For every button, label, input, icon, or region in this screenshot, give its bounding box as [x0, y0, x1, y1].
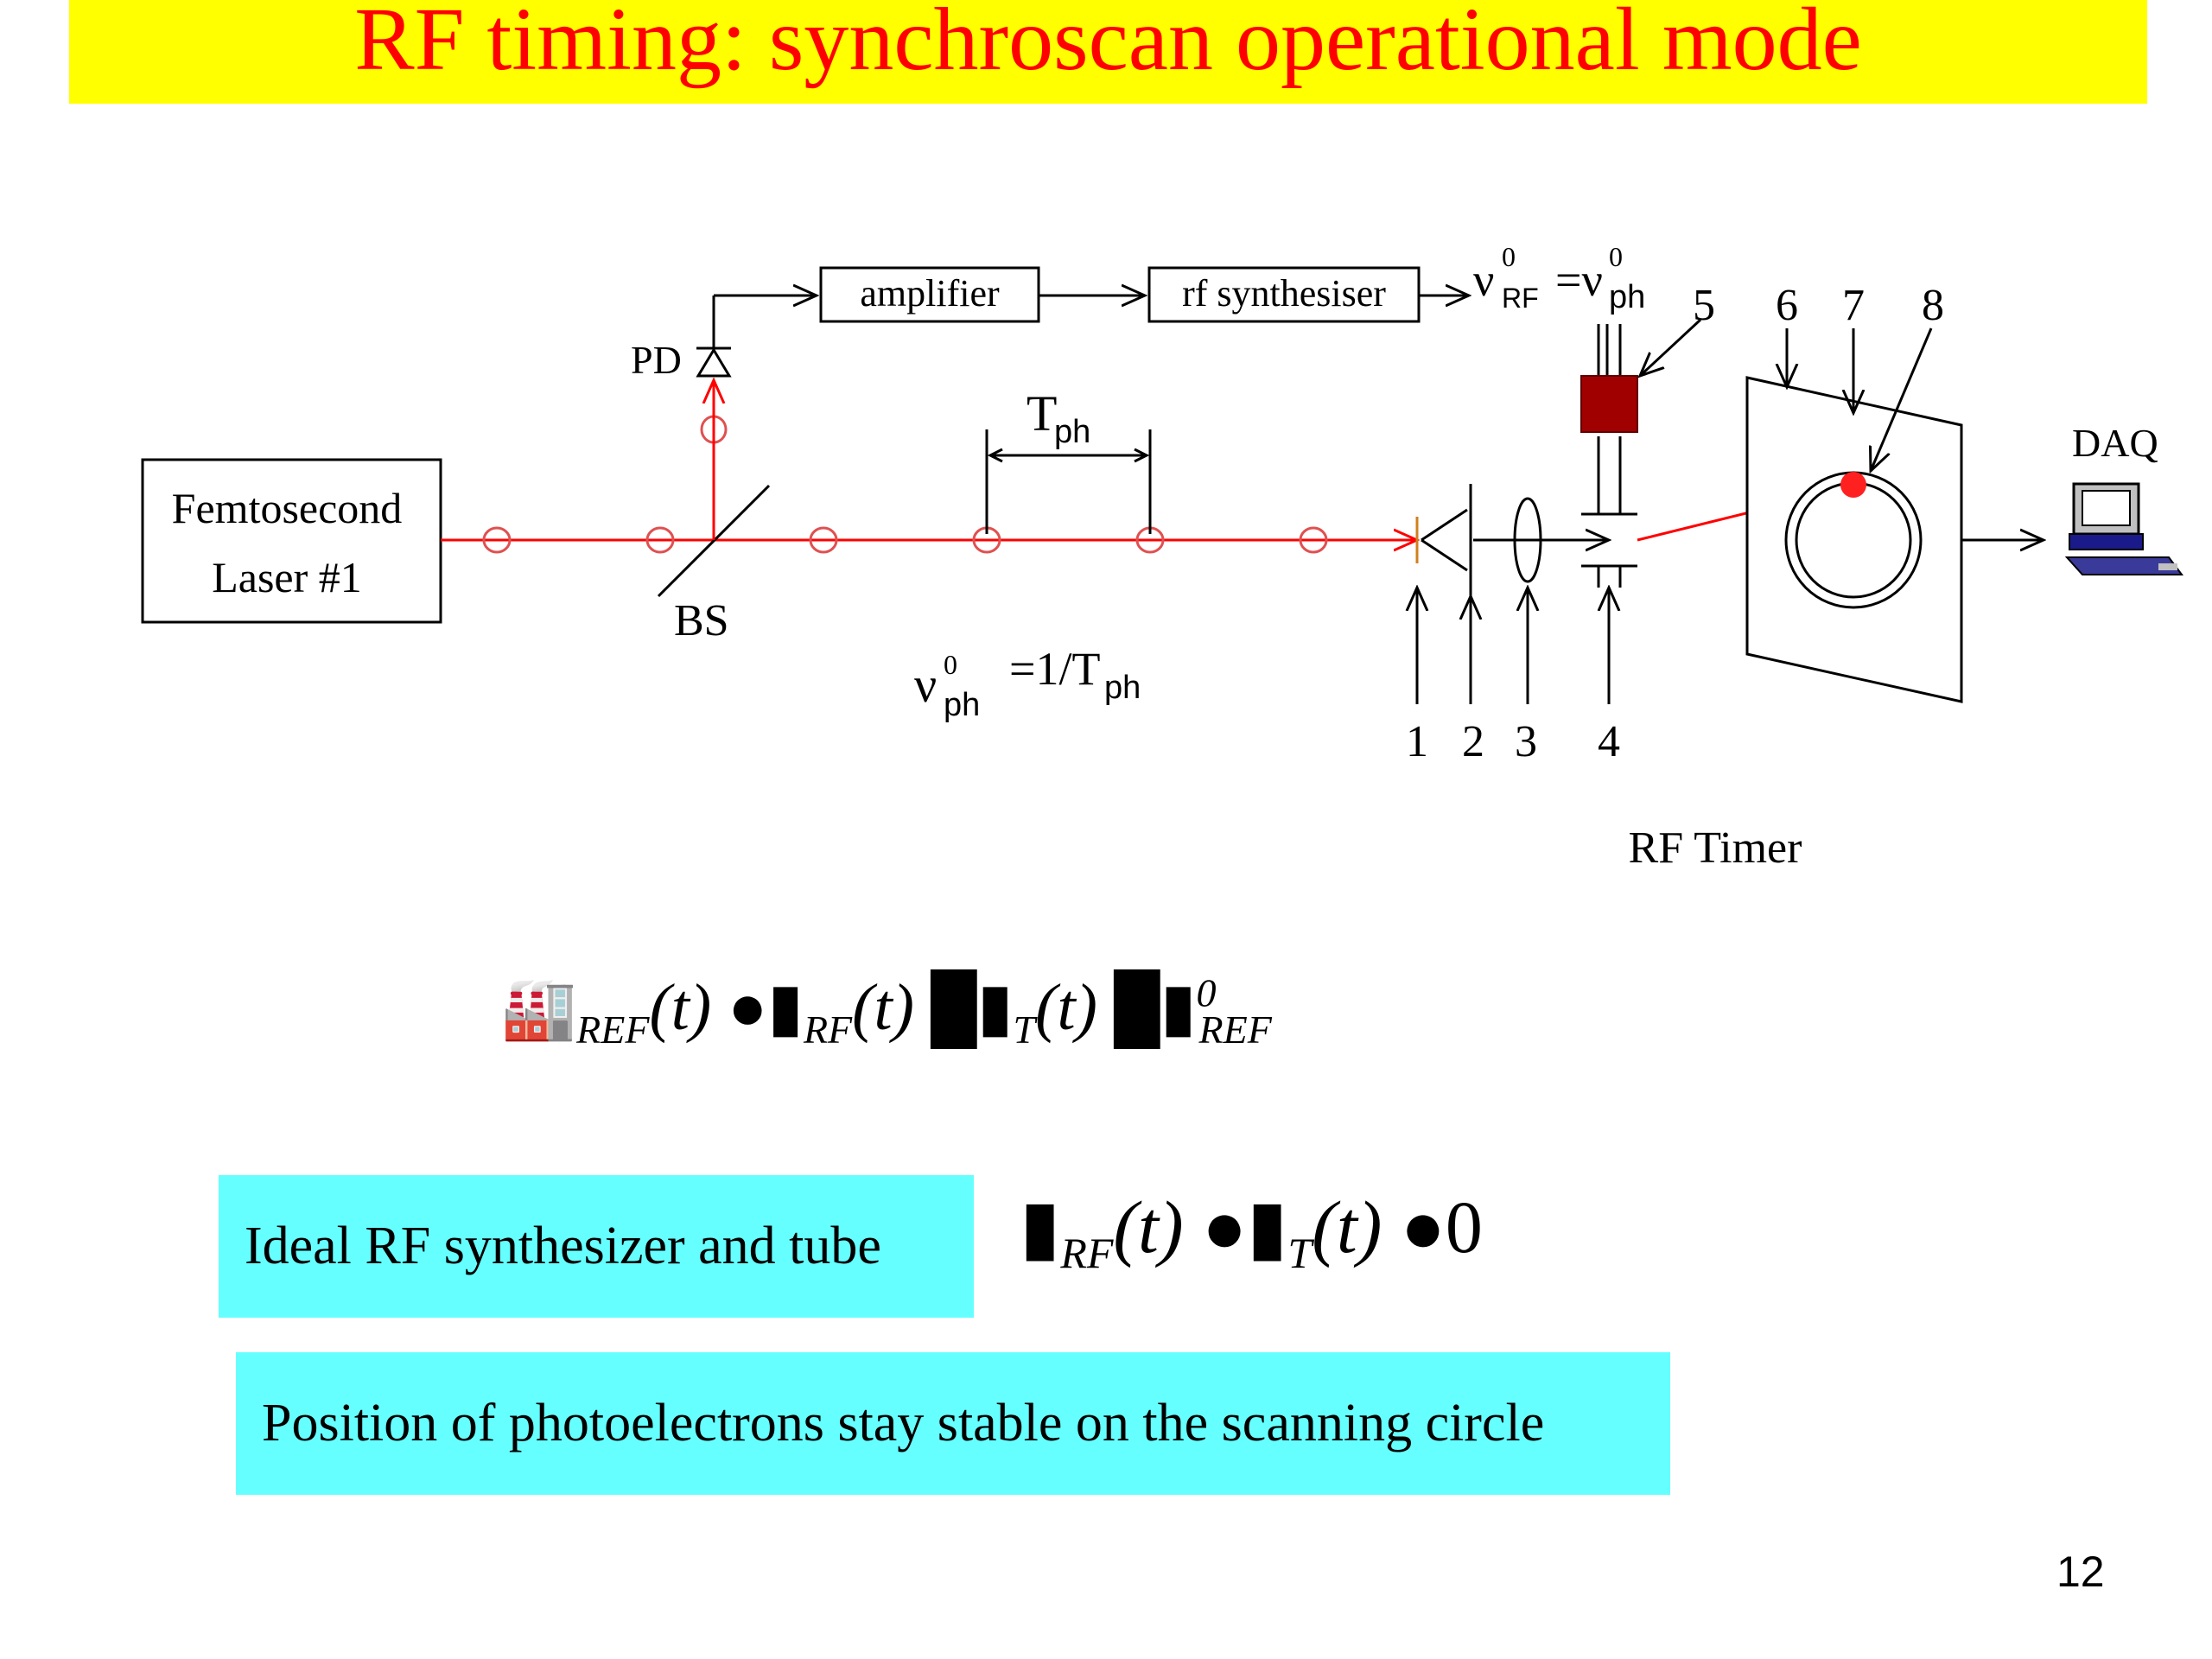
pd-label: PD: [631, 338, 682, 382]
bullet-glyph-icon: ●▮: [1202, 1185, 1288, 1268]
frequency-equality: ν 0 RF =ν 0 ph: [1473, 241, 1645, 315]
t-ph-label: T: [1027, 385, 1057, 442]
bullet-glyph-icon: ●▮: [728, 971, 804, 1044]
deflection-plates: [1581, 324, 1637, 588]
component-number-8: 8: [1922, 281, 1944, 330]
laser-box: [141, 458, 442, 624]
page-number: 12: [2056, 1548, 2105, 1596]
svg-text:0: 0: [1502, 241, 1516, 272]
svg-text:ph: ph: [1609, 279, 1645, 315]
bullet-glyph-icon: ●: [1400, 1185, 1446, 1268]
pulse: [482, 526, 512, 554]
pulse: [809, 526, 838, 554]
rf-synthesiser-label: rf synthesiser: [1182, 272, 1386, 315]
slide-title: RF timing: synchroscan operational mode: [354, 0, 1862, 89]
period-marker: [985, 429, 1152, 534]
title-bar: RF timing: synchroscan operational mode: [69, 0, 2147, 104]
svg-text:=1/T: =1/T: [1009, 643, 1100, 695]
svg-text:ph: ph: [944, 687, 980, 723]
amplifier-label: amplifier: [860, 272, 1000, 315]
accelerating-mesh: [1421, 484, 1472, 596]
component-number-3: 3: [1515, 717, 1537, 766]
pulse: [1299, 526, 1328, 554]
placeholder-glyph-icon: █▮: [930, 971, 1014, 1044]
svg-text:0: 0: [944, 649, 957, 680]
factory-glyph-icon: 🏭: [501, 976, 577, 1043]
placeholder-glyph-icon: █▮: [1113, 971, 1197, 1044]
computer-icon: [2064, 482, 2183, 575]
component-number-4: 4: [1598, 717, 1620, 766]
callout-text: Ideal RF synthesizer and tube: [245, 1217, 881, 1275]
light-pulses: [482, 415, 1328, 554]
callout-ideal-synthesizer: Ideal RF synthesizer and tube: [219, 1175, 974, 1318]
bs-label: BS: [674, 596, 729, 645]
callout-text: Position of photoelectrons stay stable o…: [262, 1394, 1545, 1452]
daq-label: DAQ: [2072, 421, 2158, 465]
beam-splitter: [657, 484, 771, 598]
component-number-7: 7: [1842, 281, 1865, 330]
svg-text:0: 0: [1609, 241, 1623, 272]
laser-label-line1: Femtosecond: [172, 484, 403, 532]
svg-text:ν: ν: [1473, 254, 1494, 306]
component-arrows-bottom: [1417, 588, 1609, 704]
callout-stable-position: Position of photoelectrons stay stable o…: [236, 1352, 1670, 1495]
svg-text:=ν: =ν: [1555, 254, 1603, 306]
component-number-1: 1: [1406, 717, 1428, 766]
t-ph-sub: ph: [1054, 414, 1090, 450]
rf-timer-label: RF Timer: [1629, 823, 1802, 873]
laser-label-line2: Laser #1: [212, 553, 362, 601]
phase-equation: 🏭REF(t) ●▮RF(t) █▮T(t) █▮0REF: [501, 970, 1272, 1052]
pulse: [645, 526, 675, 554]
svg-text:RF: RF: [1502, 283, 1539, 314]
component-number-6: 6: [1776, 281, 1798, 330]
photodiode-icon: [696, 296, 817, 378]
ideal-equation: ▮RF(t) ●▮T(t) ●0: [1020, 1185, 1483, 1278]
placeholder-glyph-icon: ▮: [1020, 1185, 1061, 1268]
svg-text:ν: ν: [914, 657, 937, 713]
component-number-2: 2: [1462, 717, 1484, 766]
photoelectron-spot: [1840, 472, 1866, 498]
frequency-formula: ν 0 ph =1/T ph: [914, 643, 1141, 723]
component-number-5: 5: [1693, 281, 1715, 330]
component-arrows-top: [1640, 318, 1933, 471]
phosphor-screen: [1745, 376, 1963, 703]
svg-text:ph: ph: [1104, 670, 1141, 706]
rf-modulator-block: [1580, 375, 1638, 433]
